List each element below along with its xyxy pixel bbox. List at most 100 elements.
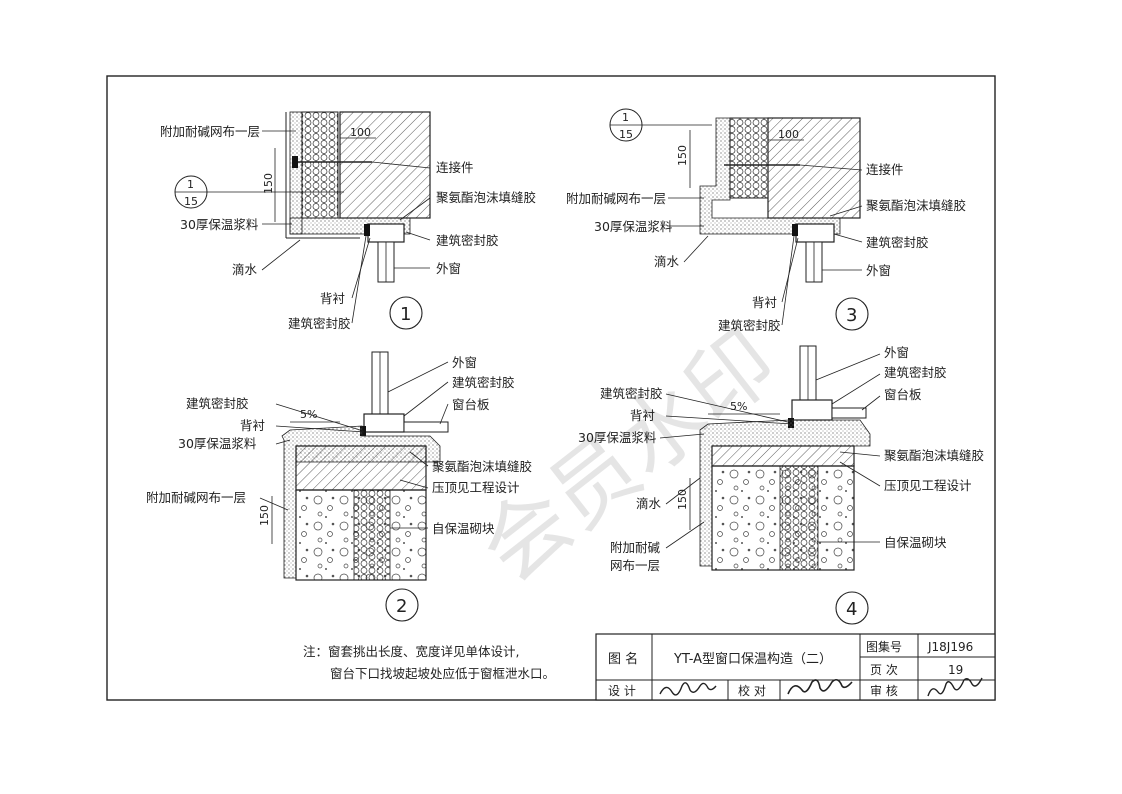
detail-3-leader-sealant2 — [781, 235, 795, 326]
detail-4: 5% 150 外窗 建筑密封胶 窗台板 建筑密封胶 背衬 30厚保温浆料 聚氨酯… — [578, 345, 984, 625]
detail-2-leader-pu — [409, 451, 429, 467]
detail-4-label-mortar: 30厚保温浆料 — [578, 430, 657, 445]
detail-4-label-backing: 背衬 — [630, 408, 655, 423]
detail-1-label-mesh: 附加耐碱网布一层 — [160, 124, 260, 139]
note-line-2: 窗台下口找坡起坡处应低于窗框泄水口。 — [330, 666, 555, 681]
detail-4-label-pu: 聚氨酯泡沫填缝胶 — [884, 448, 984, 463]
detail-2-label-pu: 聚氨酯泡沫填缝胶 — [432, 459, 532, 474]
detail-4-leader-window — [815, 353, 881, 381]
detail-1-label-pu: 聚氨酯泡沫填缝胶 — [436, 190, 536, 205]
detail-2: 5% 150 外窗 建筑密封胶 窗台板 建筑密封胶 背衬 30厚保温浆料 聚氨酯… — [146, 351, 532, 622]
detail-1-sealant-block — [364, 224, 370, 236]
detail-1-dim-150: 150 — [262, 173, 275, 194]
detail-3-sealant-block — [792, 224, 798, 236]
detail-3-label-backing: 背衬 — [752, 295, 777, 310]
detail-1-label-mortar: 30厚保温浆料 — [180, 217, 259, 232]
detail-3-number-circle — [835, 297, 869, 331]
detail-3-insulation — [729, 117, 769, 199]
detail-4-leader-sealant-left — [665, 393, 789, 423]
detail-2-block-core — [353, 489, 391, 581]
design-label: 设 计 — [608, 684, 636, 698]
detail-3-mortar — [699, 117, 841, 235]
detail-2-label-coping: 压顶见工程设计 — [432, 480, 520, 495]
detail-1-window-frame — [367, 223, 405, 243]
detail-1-label-backing: 背衬 — [320, 291, 345, 306]
detail-3-dim-150: 150 — [676, 145, 689, 166]
detail-2-label-block: 自保温砌块 — [432, 521, 495, 536]
detail-2-label-window: 外窗 — [452, 355, 477, 370]
detail-4-number: 4 — [846, 599, 857, 620]
detail-2-number-circle — [385, 588, 419, 622]
detail-2-label-sealant: 建筑密封胶 — [452, 375, 515, 390]
detail-2-leader-window — [387, 361, 449, 393]
detail-4-label-sealant: 建筑密封胶 — [884, 365, 947, 380]
detail-4-label-window: 外窗 — [884, 345, 909, 360]
detail-3-leader-connector — [799, 164, 863, 171]
detail-4-leader-backing — [665, 415, 793, 425]
detail-2-sill-board — [403, 421, 449, 433]
detail-1-dim-100: 100 — [350, 126, 371, 139]
detail-3-leader-sealant — [833, 233, 863, 243]
detail-4-leader-coping — [839, 461, 881, 487]
checker-signature — [787, 678, 853, 695]
detail-2-leader-sill — [439, 403, 449, 425]
detail-2-label-mortar: 30厚保温浆料 — [178, 436, 257, 451]
detail-4-leader-drip — [665, 477, 701, 505]
detail-4-dim-150: 150 — [676, 489, 689, 510]
atlas-no-label: 图集号 — [866, 639, 902, 654]
detail-3-label-connector: 连接件 — [866, 162, 904, 177]
detail-4-label-sealant-left: 建筑密封胶 — [600, 386, 663, 401]
detail-4-leader-mortar — [659, 433, 705, 439]
detail-1-label-drip: 滴水 — [232, 262, 258, 277]
check-label: 校 对 — [738, 683, 766, 698]
detail-4-leader-mesh — [665, 521, 705, 549]
detail-4-coping — [711, 445, 855, 467]
detail-3-label-drip: 滴水 — [654, 254, 680, 269]
detail-3-label-sealant: 建筑密封胶 — [866, 235, 929, 250]
detail-2-leader-coping — [399, 479, 429, 489]
detail-2-number: 2 — [396, 596, 407, 617]
designer-signature — [659, 682, 717, 696]
detail-4-label-sill: 窗台板 — [884, 387, 922, 402]
detail-3-leader-pu — [829, 205, 863, 217]
detail-1-leader-sealant — [405, 231, 431, 241]
detail-2-leader-mesh — [259, 497, 289, 511]
detail-3: 100 150 1 15 连接件 附加耐碱网布一层 聚氨酯泡沫填缝胶 30厚保温… — [566, 108, 966, 333]
detail-2-label-sealant-left: 建筑密封胶 — [186, 396, 249, 411]
detail-1-label-sealant: 建筑密封胶 — [436, 233, 499, 248]
detail-2-leader-sealant-left — [275, 403, 361, 431]
atlas-no: J18J196 — [927, 640, 973, 654]
detail-2-leader-mortar — [275, 439, 291, 445]
detail-1-leader-connector — [371, 161, 431, 169]
detail-3-ref-bottom: 15 — [619, 128, 633, 141]
detail-3-label-mortar: 30厚保温浆料 — [594, 219, 673, 234]
detail-4-leader-sill — [861, 395, 881, 411]
detail-4-block-core — [779, 465, 819, 571]
detail-4-window-frame — [791, 399, 833, 421]
note-line-1: 注：窗套挑出长度、宽度详见单体设计, — [303, 644, 519, 659]
detail-4-leader-sealant — [831, 373, 881, 405]
detail-3-dim-100: 100 — [778, 128, 799, 141]
detail-1-number-circle — [389, 296, 423, 330]
detail-4-number-circle — [835, 591, 869, 625]
detail-1-leader-pu — [399, 197, 431, 221]
detail-2-coping — [295, 445, 427, 491]
page-no: 19 — [948, 663, 963, 677]
detail-2-label-mesh: 附加耐碱网布一层 — [146, 490, 246, 505]
title-block: 图 名 YT-A型窗口保温构造（二） 图集号 J18J196 页 次 19 设 … — [595, 633, 996, 701]
detail-4-label-coping: 压顶见工程设计 — [884, 478, 972, 493]
reviewer-signature — [927, 677, 983, 697]
detail-1-mortar — [289, 111, 303, 235]
drawing-frame — [106, 75, 996, 701]
detail-2-dim-150: 150 — [258, 505, 271, 526]
detail-3-ref-top: 1 — [622, 111, 629, 124]
detail-4-label-block: 自保温砌块 — [884, 535, 947, 550]
detail-3-window-frame — [795, 223, 835, 243]
detail-4-sill-board — [831, 407, 867, 419]
detail-2-label-sill: 窗台板 — [452, 397, 490, 412]
detail-3-label-pu: 聚氨酯泡沫填缝胶 — [866, 198, 966, 213]
detail-1-ref-top: 1 — [187, 178, 194, 191]
detail-1-label-connector: 连接件 — [436, 160, 474, 175]
page-label: 页 次 — [870, 663, 898, 677]
